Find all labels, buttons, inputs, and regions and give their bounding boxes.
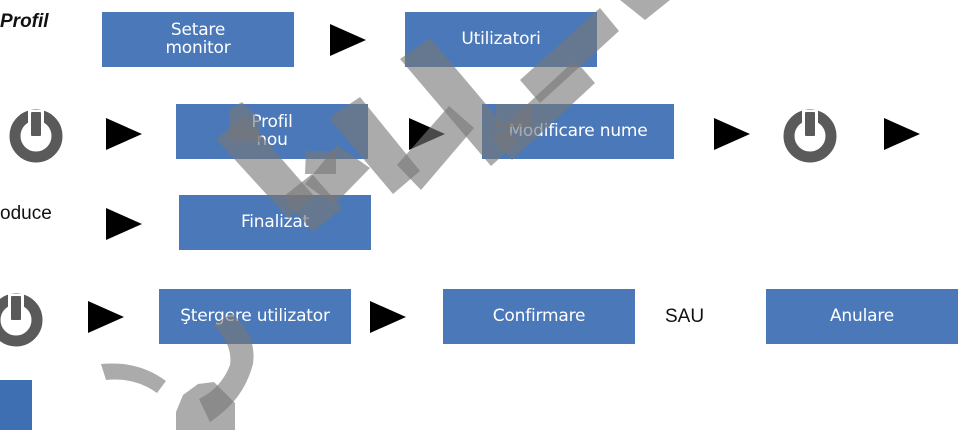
finalizat-button[interactable]: Finalizat xyxy=(179,195,371,250)
right-arrow-icon xyxy=(330,24,366,56)
introduce-label: oduce xyxy=(0,203,52,224)
modificare-nume-button[interactable]: Modificare nume xyxy=(482,104,674,159)
right-arrow-icon xyxy=(409,118,445,150)
right-arrow-icon xyxy=(106,118,142,150)
profil-label: Profil xyxy=(0,11,49,32)
power-icon[interactable] xyxy=(0,292,44,348)
anulare-button[interactable]: Anulare xyxy=(766,289,958,344)
setare-monitor-button[interactable]: Setare monitor xyxy=(102,12,294,67)
stergere-utilizator-button[interactable]: Ştergere utilizator xyxy=(159,289,351,344)
partial-blue-block xyxy=(0,380,32,430)
confirmare-button[interactable]: Confirmare xyxy=(443,289,635,344)
utilizatori-button[interactable]: Utilizatori xyxy=(405,12,597,67)
right-arrow-icon xyxy=(106,208,142,240)
power-icon[interactable] xyxy=(8,108,64,164)
sau-label: SAU xyxy=(665,306,705,327)
right-arrow-icon xyxy=(370,301,406,333)
profil-nou-button[interactable]: Profil nou xyxy=(176,104,368,159)
right-arrow-icon xyxy=(88,301,124,333)
power-icon[interactable] xyxy=(782,108,838,164)
right-arrow-icon xyxy=(884,118,920,150)
right-arrow-icon xyxy=(714,118,750,150)
